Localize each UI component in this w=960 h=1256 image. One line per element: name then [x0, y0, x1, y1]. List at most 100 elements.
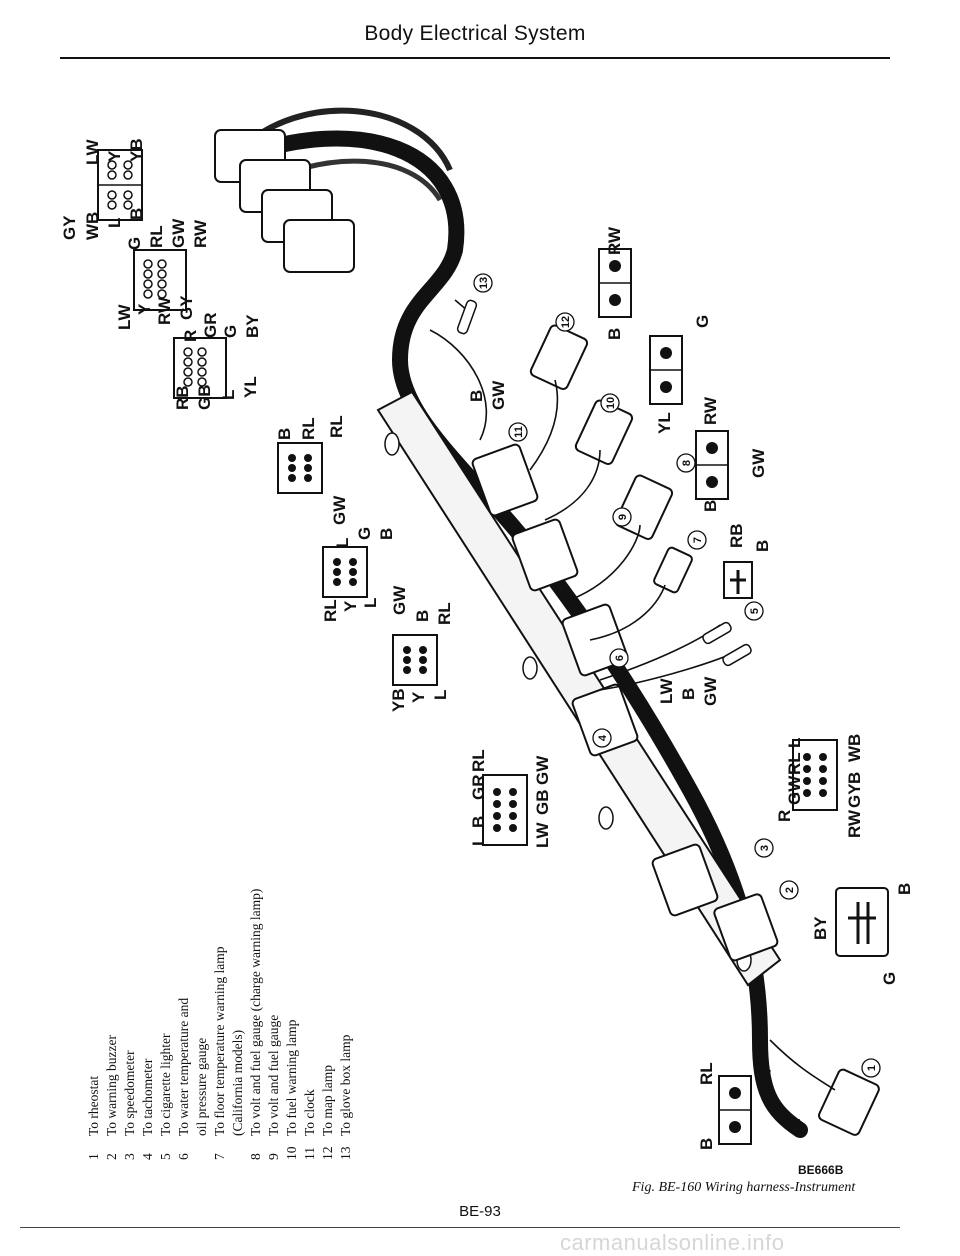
wire-label: LW: [657, 678, 676, 704]
page-number: BE-93: [459, 1203, 501, 1220]
legend-text: oil pressure gauge: [194, 1038, 209, 1136]
callout-number: 3: [759, 845, 771, 851]
callout-number: 1: [866, 1065, 878, 1071]
branch-wire-leads: [429, 299, 836, 1121]
watermark-text: carmanualsonline.info: [560, 1230, 785, 1255]
wire-label: LW: [115, 304, 134, 330]
wire-label: LW: [533, 822, 552, 848]
bracket-hole: [384, 432, 400, 456]
legend-text: To fuel warning lamp: [284, 1019, 299, 1136]
legend-item: 3 To speedometer: [122, 1050, 137, 1160]
header-rule: [60, 57, 890, 59]
wire-label: B: [701, 500, 720, 512]
wire-label: GW: [489, 380, 508, 410]
wire-label: B: [127, 208, 146, 220]
connector-face-c1b: [718, 1075, 752, 1145]
wire-label: B: [753, 540, 772, 552]
bracket-hole: [522, 656, 538, 680]
legend-number: 1: [86, 1153, 101, 1160]
connector-face-c13: [598, 248, 632, 318]
top-connector-stack: [214, 129, 355, 273]
wire-label: BY: [243, 314, 262, 338]
wire-label: RW: [701, 396, 720, 425]
wire-label: RW: [605, 226, 624, 255]
legend-text: To water temperature and: [176, 998, 191, 1136]
callout-number: 4: [597, 734, 609, 741]
connector-face-c9: [322, 546, 368, 598]
wire-label: YL: [655, 412, 674, 434]
legend-text: (California models): [230, 1030, 245, 1136]
wire-label: BY: [811, 916, 830, 940]
legend-text: To tachometer: [140, 1058, 155, 1136]
wire-label: RL: [147, 225, 166, 248]
figure-code: BE666B: [798, 1163, 844, 1177]
wire-label: G: [693, 315, 712, 328]
callout-number: 13: [478, 277, 490, 289]
wire-label: B: [469, 816, 488, 828]
wire-label: GW: [169, 218, 188, 248]
legend-number: 9: [266, 1153, 281, 1160]
wire-label: G: [221, 325, 240, 338]
legend-text: To speedometer: [122, 1050, 137, 1136]
legend-text: To floor temperature warning lamp: [212, 946, 227, 1136]
legend-item: 6 To water temperature and oil pressure …: [176, 998, 209, 1160]
legend-number: 11: [302, 1147, 317, 1160]
wire-label: RL: [321, 599, 340, 622]
wire-label: B: [605, 328, 624, 340]
wire-label: YB: [127, 138, 146, 162]
wire-label: Y: [341, 600, 360, 612]
wire-label: RW: [845, 809, 864, 838]
wire-label: B: [467, 390, 486, 402]
legend-item: 12 To map lamp: [320, 1065, 335, 1160]
wire-label: RB: [727, 523, 746, 548]
legend-item: 11 To clock: [302, 1089, 317, 1160]
legend-text: To cigarette lighter: [158, 1033, 173, 1136]
callout-number: 12: [560, 316, 572, 328]
callout-number: 11: [513, 426, 525, 438]
callout-number: 8: [681, 460, 693, 466]
legend-item: 13 To glove box lamp: [338, 1034, 353, 1160]
wire-label: GW: [330, 495, 349, 525]
connector-face-c3b: [792, 739, 838, 811]
wire-label: RL: [469, 749, 488, 772]
legend-item: 8 To volt and fuel gauge (charge warning…: [248, 889, 263, 1160]
wire-label: G: [355, 527, 374, 540]
legend-item: 2 To warning buzzer: [104, 1034, 119, 1160]
wire-label: RL: [785, 752, 804, 775]
wire-label: GB: [533, 790, 552, 816]
callout-number: 10: [605, 397, 617, 409]
wire-label: Y: [135, 303, 154, 315]
wire-label: L: [469, 836, 488, 846]
wire-label: R: [181, 330, 200, 342]
connector-face-c7: [723, 561, 753, 599]
callout-number: 5: [749, 608, 761, 614]
legend-item: 1 To rheostat: [86, 1076, 101, 1160]
legend-text: To glove box lamp: [338, 1034, 353, 1136]
legend-number: 6: [176, 1153, 191, 1160]
legend-number: 13: [338, 1146, 353, 1160]
wire-label: WB: [83, 212, 102, 240]
wire-label: RB: [173, 385, 192, 410]
wire-label: G: [880, 972, 899, 985]
wire-label: LW: [83, 139, 102, 165]
legend-item: 4 To tachometer: [140, 1058, 155, 1160]
wire-label: GW: [533, 755, 552, 785]
wire-label: RL: [697, 1062, 716, 1085]
figure-caption: Fig. BE-160 Wiring harness-Instrument: [632, 1180, 856, 1195]
wire-label: L: [105, 218, 124, 228]
wire-label: RW: [191, 219, 210, 248]
wire-label: RW: [155, 296, 174, 325]
wire-label: GW: [749, 448, 768, 478]
connector-face-c1: [97, 149, 143, 221]
wire-label: GY: [845, 783, 864, 808]
wire-label: G: [125, 237, 144, 250]
bracket-hole: [598, 806, 614, 830]
legend-text: To volt and fuel gauge: [266, 1015, 281, 1136]
page-header-title: Body Electrical System: [364, 22, 586, 45]
wire-label: R: [775, 810, 794, 822]
wire-label: L: [785, 738, 804, 748]
legend-item: 10 To fuel warning lamp: [284, 1019, 299, 1160]
terminal-pins: [456, 299, 752, 667]
callout-number: 2: [784, 887, 796, 893]
